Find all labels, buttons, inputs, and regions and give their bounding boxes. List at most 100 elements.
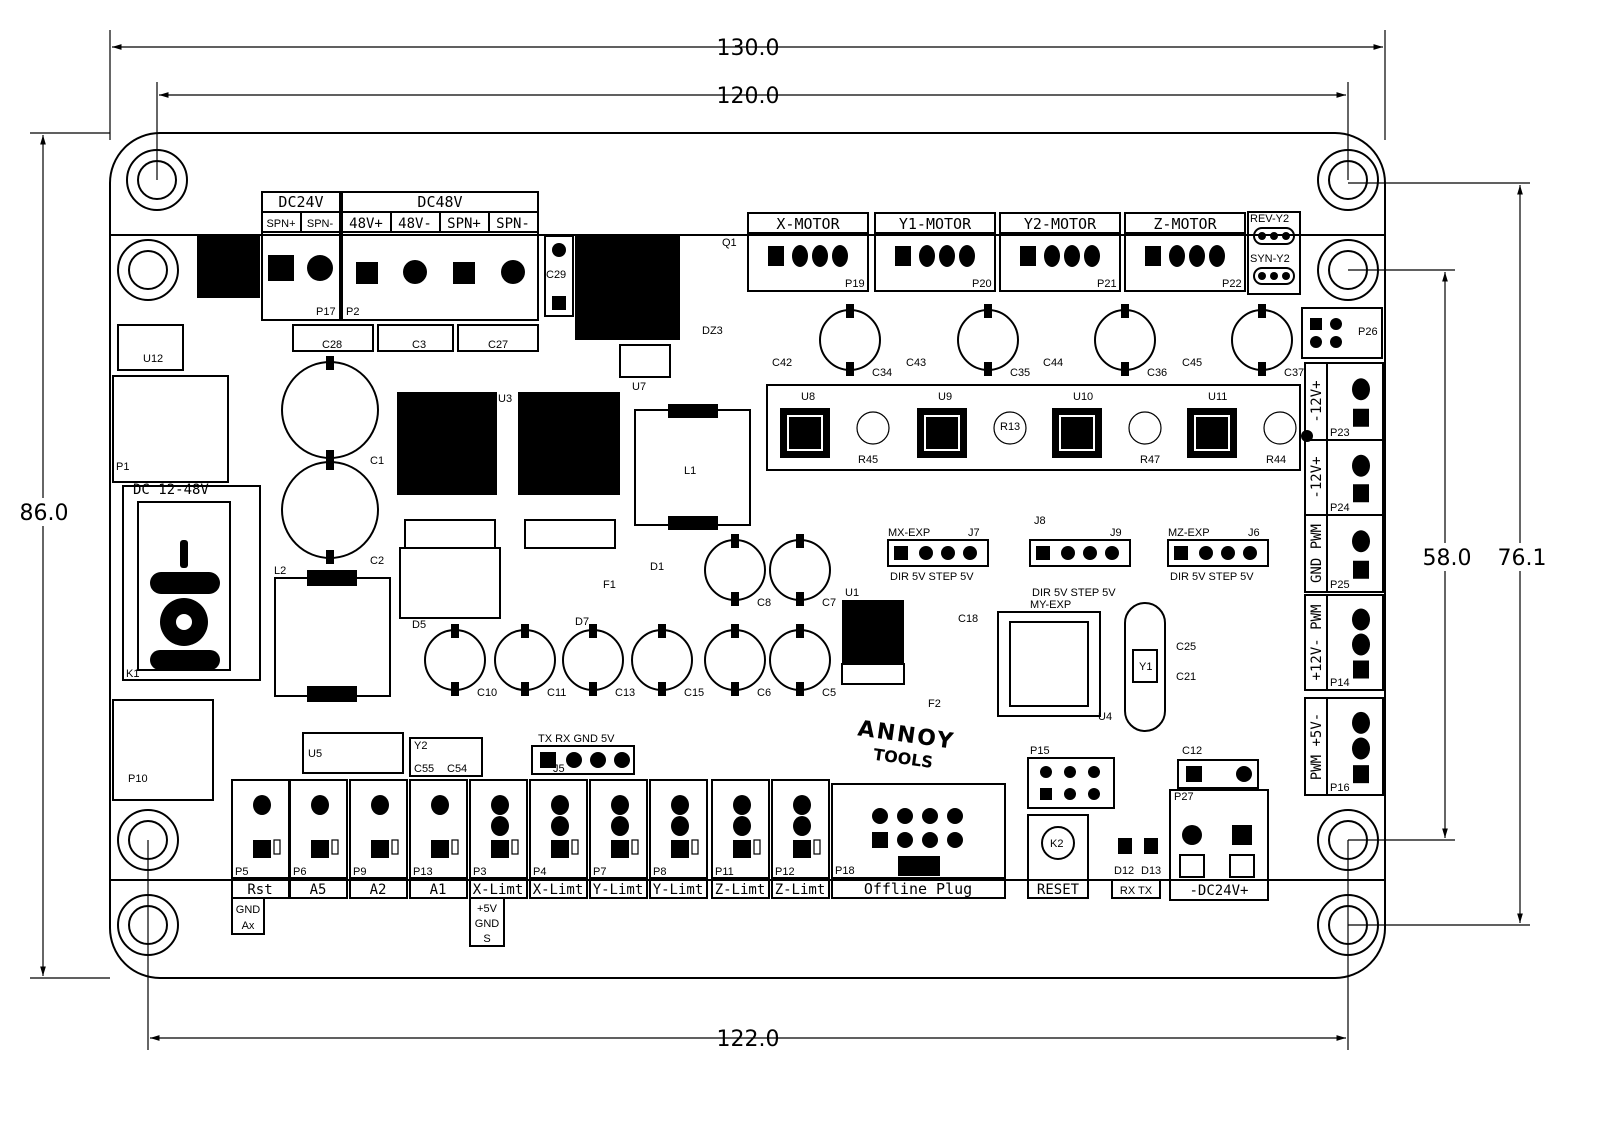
pin-square: [1145, 246, 1161, 266]
pin-square: [1020, 246, 1036, 266]
bottom-label-box: [589, 879, 648, 899]
ref-label: C25: [1176, 641, 1196, 653]
mounting-hole-inner: [1328, 820, 1368, 860]
bottom-connector-label: Z-Limt: [715, 882, 766, 898]
pin-round: [1083, 546, 1097, 560]
ref-label: DZ3: [702, 325, 723, 337]
side-connector-label: -12V+: [1309, 456, 1325, 498]
ref-label: D13: [1141, 865, 1161, 877]
y2-jumpers: REV-Y2 SYN-Y2: [1247, 211, 1301, 295]
mounting-hole: [126, 149, 188, 211]
dc48v-header: DC48V 48V+ 48V- SPN+ SPN- P2: [341, 191, 539, 321]
ref-label: P1: [116, 461, 129, 473]
mount-circle: [1128, 411, 1162, 445]
offline-plug-label: Offline Plug: [864, 880, 972, 898]
jumper-rev-y2-label: REV-Y2: [1250, 213, 1289, 225]
dot: [1301, 430, 1313, 442]
ref-label: C3: [412, 339, 426, 351]
side-connector-label: -12V+: [1309, 380, 1325, 422]
pin-round: [939, 245, 955, 267]
reset-button: K2 RESET: [1027, 814, 1089, 899]
pin-label: 48V+: [349, 216, 383, 232]
bottom-connector: [349, 779, 408, 879]
pin-square: [1353, 408, 1369, 427]
power-input-label: DC 12-48V: [133, 482, 209, 498]
cap-pad: [521, 624, 529, 638]
cap-pad: [796, 534, 804, 548]
capacitor: [819, 309, 881, 371]
mounting-hole-inner: [137, 160, 177, 200]
reset-label: RESET: [1037, 882, 1080, 898]
ref-label: P19: [845, 278, 865, 290]
cap-pad: [796, 682, 804, 696]
cap-pad: [731, 682, 739, 696]
dim-width-holes: 120.0: [717, 84, 780, 109]
dim-width-outer: 130.0: [717, 36, 780, 61]
exp-pins-label: DIR 5V STEP 5V: [890, 571, 974, 583]
cap-pad: [984, 304, 992, 318]
sublabel: S: [483, 933, 490, 945]
pin-round: [1169, 245, 1185, 267]
pin-square: [671, 840, 689, 858]
bottom-connector: [409, 779, 468, 879]
ref-label: U10: [1073, 391, 1093, 403]
pin-label: SPN+: [266, 218, 295, 230]
ref-label: C1: [370, 455, 384, 467]
pin-round: [793, 795, 811, 815]
bottom-connector-label: Y-Limt: [593, 882, 644, 898]
ref-label: Y2: [414, 740, 427, 752]
uart-pins-label: TX RX GND 5V: [538, 733, 615, 745]
mounting-hole: [117, 239, 179, 301]
ref-label: J7: [968, 527, 980, 539]
sublabel: +5V: [477, 903, 498, 915]
capacitor: [769, 539, 831, 601]
ref-label: C44: [1043, 357, 1063, 369]
dc48v-title: DC48V: [417, 193, 462, 211]
ref-label: R44: [1266, 454, 1286, 466]
ref-label: P4: [533, 866, 546, 878]
ref-label: U3: [498, 393, 512, 405]
pin-square: [1353, 560, 1369, 579]
ref-label: P22: [1222, 278, 1242, 290]
ref-label: U7: [632, 381, 646, 393]
ref-label: C21: [1176, 671, 1196, 683]
mounting-hole-inner: [1328, 250, 1368, 290]
ref-label: P21: [1097, 278, 1117, 290]
cap-pad: [846, 362, 854, 376]
bottom-connector: [529, 779, 588, 879]
pin-round: [919, 245, 935, 267]
mount-circle: [993, 411, 1027, 445]
ref-label: D12: [1114, 865, 1134, 877]
capacitor: [281, 461, 379, 559]
ref-label: C43: [906, 357, 926, 369]
dim-width-bottom: 122.0: [717, 1027, 780, 1052]
ref-label: C29: [546, 269, 566, 281]
pin-tab: [571, 839, 579, 855]
ref-label: U9: [938, 391, 952, 403]
mounting-hole-inner: [128, 905, 168, 945]
pin-label: SPN+: [447, 216, 481, 232]
ref-label: C11: [547, 687, 566, 699]
dimension-lines: 130.0 120.0 86.0 58.0 76.1 122.0: [14, 30, 1552, 1052]
pin-round: [253, 795, 271, 815]
ref-label: C36: [1147, 367, 1167, 379]
cap-pad: [658, 682, 666, 696]
dim-height-right-outer: 76.1: [1498, 546, 1547, 571]
pin-tab: [753, 839, 761, 855]
capacitor: [1094, 309, 1156, 371]
mounting-hole: [1317, 239, 1379, 301]
pin-square: [1353, 765, 1369, 784]
ref-label: F2: [928, 698, 941, 710]
mounting-hole: [117, 894, 179, 956]
bottom-connector-label: X-Limt: [473, 882, 524, 898]
side-connector: [1304, 594, 1384, 691]
pin-square: [1353, 484, 1369, 503]
exp-name: MY-EXP: [1030, 599, 1071, 611]
bottom-connector-label: A5: [310, 882, 327, 898]
uart-header: TX RX GND 5V J5: [531, 733, 635, 775]
pin-round: [371, 795, 389, 815]
side-connector: [1304, 697, 1384, 796]
cap-pad: [589, 682, 597, 696]
